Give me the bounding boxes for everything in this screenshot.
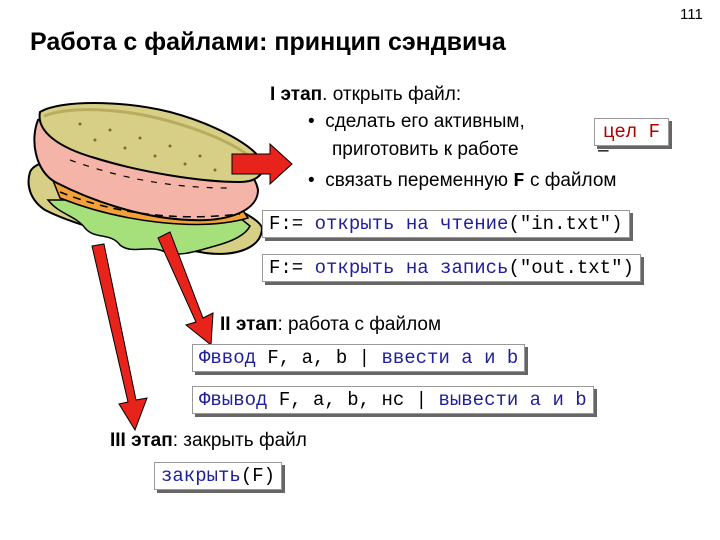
stage1-bullet2-var: F [513, 170, 525, 192]
stage3-heading-rest: : закрыть файл [172, 430, 307, 451]
open-read-keyword: открыть на чтение [314, 213, 509, 235]
input-keyword: Фввод [199, 347, 257, 369]
output-code: Фвывод F, a, b, нс | вывести a и b [192, 386, 594, 414]
stage3-heading-bold: III этап [110, 430, 173, 451]
input-separator: | [358, 347, 371, 369]
output-separator: | [415, 389, 428, 411]
stage2-heading-bold: II этап [220, 314, 278, 335]
open-read-code: F:= открыть на чтение("in.txt") [262, 210, 630, 238]
input-args: F, a, b [256, 347, 359, 369]
output-comment: вывести a и b [427, 389, 587, 411]
stage1-heading-rest: . открыть файл: [322, 84, 462, 105]
input-code: Фввод F, a, b | ввести a и b [192, 344, 526, 372]
top-bread-icon [38, 102, 264, 184]
stage1-bullet2-pre: связать переменную [325, 170, 514, 191]
output-args: F, a, b, нс [267, 389, 416, 411]
open-write-arg: ("out.txt") [508, 257, 634, 279]
decl-dash: – [598, 140, 609, 161]
declaration-box: цел F [594, 118, 670, 146]
close-code: закрыть(F) [154, 462, 283, 490]
slide-title: Работа с файлами: принцип сэндвича [30, 28, 506, 56]
stage3-heading: III этап: закрыть файл [110, 430, 307, 452]
stage1-bullet-2: • связать переменную F с файлом [308, 170, 616, 192]
stage1-bullet-1-cont: приготовить к работе [332, 139, 519, 160]
output-keyword: Фвывод [199, 389, 268, 411]
open-write-pre: F:= [269, 257, 304, 279]
open-read-pre: F:= [269, 213, 304, 235]
stage2-heading-rest: : работа с файлом [277, 314, 442, 335]
bullet-icon: • [308, 111, 315, 132]
input-comment: ввести a и b [370, 347, 519, 369]
red-arrow-icon [91, 243, 148, 432]
stage1-bullet-1: • сделать его активным, [308, 111, 525, 133]
open-write-code: F:= открыть на запись("out.txt") [262, 254, 641, 282]
stage1-bullet1-text-a: сделать его активным, [325, 111, 525, 132]
red-arrow-icon [157, 231, 214, 346]
close-keyword: закрыть [161, 465, 241, 487]
close-arg: (F) [240, 465, 276, 487]
stage1-bullet2-post: с файлом [524, 170, 617, 191]
open-write-keyword: открыть на запись [314, 257, 509, 279]
stage1-heading-bold: I этап [270, 84, 323, 105]
decl-keyword: цел [603, 121, 638, 143]
stage2-heading: II этап: работа с файлом [220, 314, 441, 336]
bullet-icon: • [308, 170, 315, 191]
open-read-arg: ("in.txt") [508, 213, 623, 235]
red-arrow-icon [231, 142, 293, 186]
slide-number: 111 [680, 6, 703, 23]
stage1-heading: I этап. открыть файл: [270, 84, 461, 106]
decl-variable: F [648, 121, 661, 143]
